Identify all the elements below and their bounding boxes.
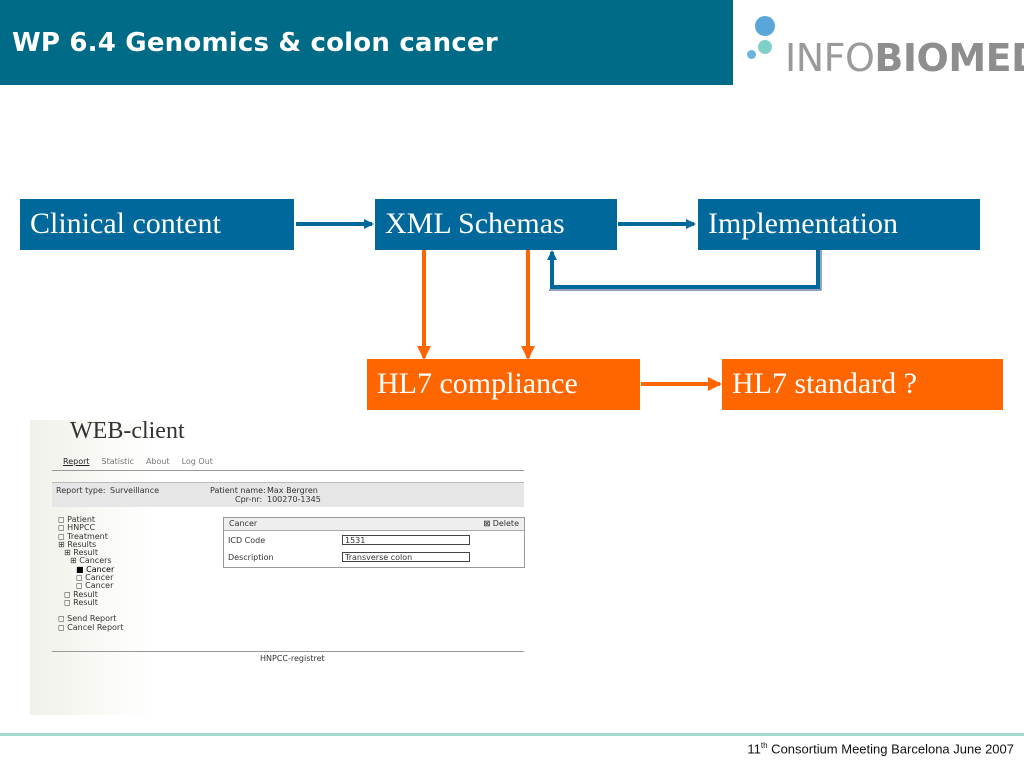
logo-text: INFOBIOMED [785, 36, 1024, 80]
web-client-menu: Report Statistic About Log Out [63, 457, 213, 466]
description-label: Description [228, 553, 274, 562]
box-xml-schemas: XML Schemas [375, 199, 617, 250]
tree-item-result[interactable]: ◻ Result [64, 589, 98, 599]
box-hl7-standard: HL7 standard ? [722, 359, 1003, 410]
tree-item-cancer-selected[interactable]: ■ Cancer [76, 564, 115, 574]
description-input[interactable]: Transverse colon [342, 552, 470, 562]
slide-title: WP 6.4 Genomics & colon cancer [12, 28, 498, 58]
report-type-value: Surveillance [110, 486, 160, 495]
tree-item-cancel-report[interactable]: ◻ Cancel Report [58, 622, 124, 632]
logo-text-biomed: BIOMED [874, 36, 1024, 80]
tree-item-treatment[interactable]: ◻ Treatment [58, 531, 108, 541]
delete-label: Delete [492, 519, 519, 528]
cancer-panel-title: Cancer [229, 519, 258, 528]
tree-item-send-report[interactable]: ◻ Send Report [58, 614, 117, 624]
menu-item-report[interactable]: Report [63, 457, 90, 466]
patient-name-value: Max Bergren [267, 486, 318, 495]
infobiomed-logo: INFOBIOMED [745, 14, 1024, 84]
arrow-implementation-feedback [547, 250, 820, 289]
footer-superscript: th [760, 741, 768, 750]
logo-dot-middle-icon [758, 40, 772, 54]
web-client-screenshot: Report Statistic About Log Out Report ty… [30, 420, 530, 715]
tree-item-cancer[interactable]: ◻ Cancer [76, 581, 114, 591]
box-hl7-compliance: HL7 compliance [367, 359, 640, 410]
tree-item-hnpcc[interactable]: ◻ HNPCC [58, 523, 96, 533]
cpr-value: 100270-1345 [267, 495, 321, 504]
menu-item-statistic[interactable]: Statistic [101, 457, 134, 466]
report-type-label: Report type: [56, 486, 106, 495]
icd-code-label: ICD Code [228, 536, 266, 545]
web-client-footer: HNPCC-registret [260, 654, 325, 663]
icd-code-input[interactable]: 1531 [342, 535, 470, 545]
tree-item-results[interactable]: ⊞ Results [58, 539, 97, 549]
menu-item-logout[interactable]: Log Out [181, 457, 213, 466]
tree-item-cancer[interactable]: ◻ Cancer [76, 573, 114, 583]
tree-item-result[interactable]: ⊞ Result [64, 548, 98, 558]
logo-text-info: INFO [785, 36, 875, 80]
cancer-panel: Cancer ⊠ Delete ICD Code 1531 Descriptio… [223, 517, 525, 568]
logo-dot-top-icon [755, 16, 775, 36]
tree-item-result[interactable]: ◻ Result [64, 597, 98, 607]
logo-dot-left-icon [747, 50, 756, 59]
title-bar: WP 6.4 Genomics & colon cancer [0, 0, 733, 85]
patient-name-label: Patient name: [210, 486, 266, 495]
box-implementation: Implementation [698, 199, 980, 250]
tree-item-cancers[interactable]: ⊞ Cancers [70, 556, 112, 566]
footer-text: Consortium Meeting Barcelona June 2007 [767, 741, 1014, 757]
slide-footer: 11th Consortium Meeting Barcelona June 2… [747, 741, 1014, 756]
tree-item-patient[interactable]: ◻ Patient [58, 515, 96, 524]
report-tree: ◻ Patient ◻ HNPCC ◻ Treatment ⊞ Results … [58, 515, 124, 632]
footer-divider [0, 733, 1024, 736]
menu-divider [52, 470, 524, 471]
delete-x-icon: ⊠ [483, 519, 491, 528]
cancer-panel-header: Cancer ⊠ Delete [224, 518, 524, 531]
menu-item-about[interactable]: About [145, 457, 170, 466]
cpr-label: Cpr-nr: [235, 495, 263, 504]
web-client-label: WEB-client [70, 418, 185, 444]
delete-button[interactable]: ⊠ Delete [483, 519, 519, 528]
footer-number: 11 [747, 741, 761, 757]
web-client-footer-divider [52, 651, 524, 652]
report-info-strip: Report type: Surveillance Patient name: … [52, 482, 524, 507]
box-clinical-content: Clinical content [20, 199, 294, 250]
